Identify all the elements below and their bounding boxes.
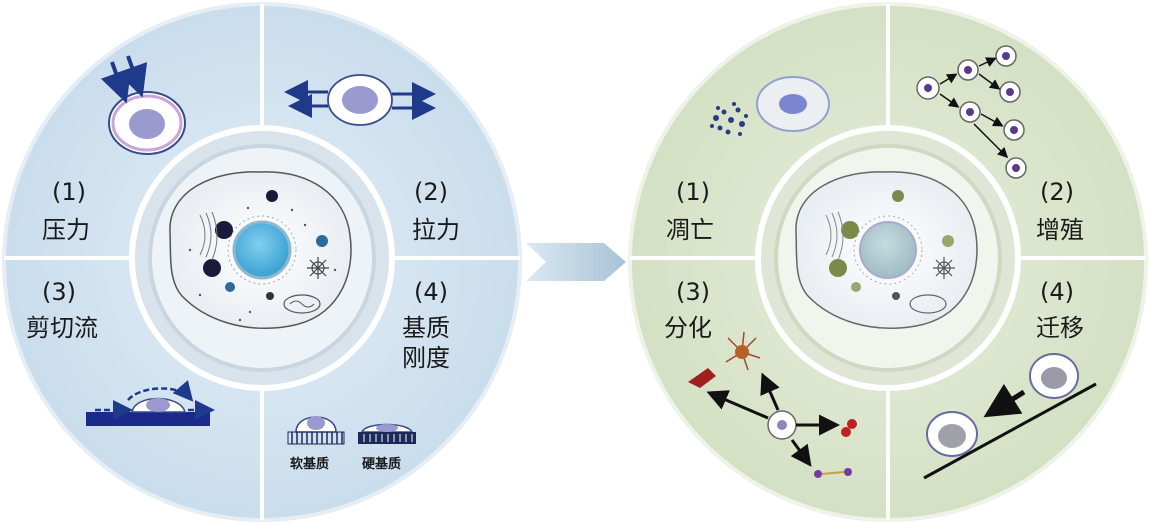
left-q4-num: (4) (414, 278, 448, 306)
tension-illustration (284, 74, 436, 126)
left-q2-num: (2) (414, 178, 448, 206)
left-q3-num: (3) (42, 278, 76, 306)
right-q3-num: (3) (676, 278, 710, 306)
right-q4-num: (4) (1040, 278, 1074, 306)
right-q1-label: 凋亡 (666, 216, 714, 244)
right-q2-num: (2) (1040, 178, 1074, 206)
left-q4-label-line1: 基质 (402, 314, 450, 342)
centrosome-icon (307, 257, 329, 279)
centrosome-icon (933, 257, 955, 279)
left-center-cell (169, 171, 352, 329)
down-arrow-icon (116, 55, 148, 98)
pressure-illustration (100, 55, 186, 155)
soft-substrate-label: 软基质 (290, 456, 329, 472)
right-q3-label: 分化 (664, 314, 712, 342)
right-q2-label: 增殖 (1036, 216, 1084, 244)
apoptosis-illustration (710, 76, 830, 136)
transition-arrow-icon (526, 243, 626, 281)
substrate-illustration (287, 416, 416, 445)
migration-arrow-icon (983, 383, 1026, 418)
right-center-cell (795, 171, 978, 329)
left-q3-label: 剪切流 (26, 314, 98, 342)
differentiation-illustration (688, 331, 857, 478)
hard-substrate-label: 硬基质 (362, 456, 401, 472)
right-q1-num: (1) (676, 178, 710, 206)
left-q1-label: 压力 (42, 216, 90, 244)
proliferation-illustration (916, 45, 1027, 179)
left-q1-num: (1) (52, 178, 86, 206)
left-q4-label-line2: 刚度 (402, 344, 450, 372)
migration-illustration (923, 353, 1097, 480)
right-panel: (1) 凋亡 (2) 增殖 (3) 分化 (628, 2, 1148, 522)
left-panel: (1) 压力 (2) 拉力 (3) 剪切流 (4) 基质 刚度 (2, 2, 522, 522)
left-q2-label: 拉力 (412, 216, 460, 244)
right-q4-label: 迁移 (1036, 314, 1084, 342)
shear-flow-illustration (86, 380, 215, 426)
